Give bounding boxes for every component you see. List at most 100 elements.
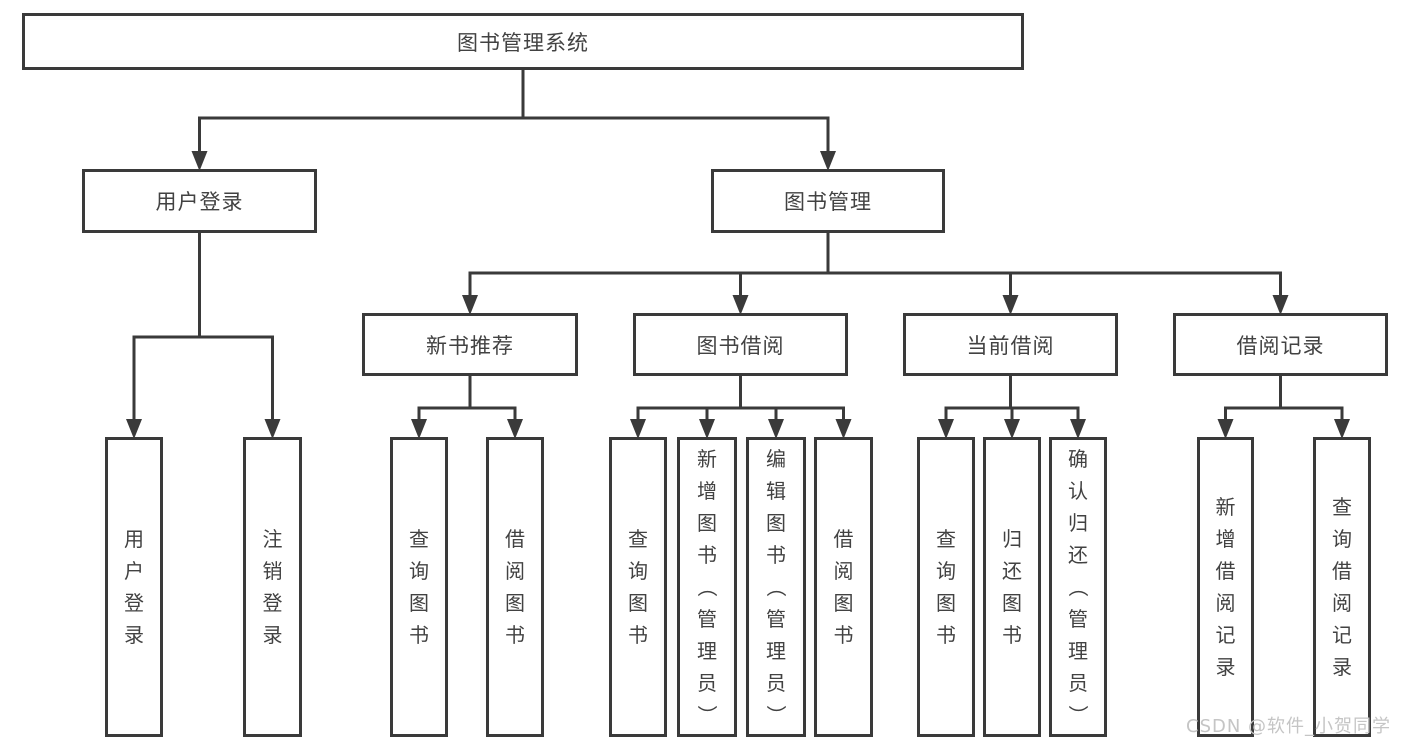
- node-label-char: 询: [1332, 527, 1352, 551]
- node-label-char: 查: [409, 527, 429, 551]
- node-label-char: 注: [262, 527, 283, 551]
- node-borrow-records: 借阅记录: [1173, 313, 1388, 376]
- node-label: 图书管理: [784, 190, 872, 214]
- node-label-char: 记: [1215, 623, 1236, 647]
- node-label-char: 新: [1215, 495, 1236, 519]
- arrowhead-icon: [820, 151, 836, 171]
- node-label-char: 书: [628, 623, 648, 647]
- node-label-char: 员: [766, 671, 786, 695]
- arrowhead-icon: [1334, 419, 1350, 439]
- node-label-char: 图: [936, 591, 956, 615]
- node-label-char: 阅: [1215, 591, 1236, 615]
- node-user-login: 用户登录: [82, 169, 317, 233]
- node-label-char: 图: [505, 591, 525, 615]
- node-label-char: 借: [1332, 559, 1352, 583]
- node-label-char: 查: [628, 527, 648, 551]
- node-leaf-cb-return-books: 归还图书: [983, 437, 1041, 737]
- node-label-char: 借: [505, 527, 525, 551]
- node-label: 图书管理系统: [457, 30, 589, 55]
- node-label-char: 录: [124, 623, 144, 647]
- node-label-char: 员: [1068, 671, 1088, 695]
- node-label-char: ）: [695, 705, 719, 725]
- node-label-char: 查: [1332, 495, 1352, 519]
- node-label-char: 书: [505, 623, 525, 647]
- node-leaf-bb-borrow-books: 借阅图书: [814, 437, 873, 737]
- node-label-char: 借: [833, 527, 854, 551]
- node-label-char: （: [1066, 577, 1090, 597]
- node-label-char: 增: [1215, 527, 1236, 551]
- node-label-char: 管: [766, 607, 786, 631]
- arrowhead-icon: [699, 419, 715, 439]
- arrowhead-icon: [126, 419, 142, 439]
- node-label-char: 查: [936, 527, 956, 551]
- node-label-char: 书: [697, 543, 717, 567]
- node-label: 借阅记录: [1236, 333, 1325, 358]
- watermark: CSDN @软件_小贺同学: [1186, 716, 1392, 737]
- node-label-char: 录: [262, 623, 283, 647]
- node-leaf-user-login: 用户登录: [105, 437, 163, 737]
- node-leaf-nbr-borrow-books: 借阅图书: [486, 437, 544, 737]
- arrowhead-icon: [462, 295, 478, 315]
- node-label-char: 阅: [833, 559, 854, 583]
- node-leaf-bb-query-books: 查询图书: [609, 437, 667, 737]
- node-label-char: 阅: [1332, 591, 1352, 615]
- arrowhead-icon: [835, 419, 852, 439]
- node-label-char: 理: [766, 639, 786, 663]
- node-label-char: 询: [409, 559, 429, 583]
- node-new-book-rec: 新书推荐: [362, 313, 578, 376]
- arrowhead-icon: [938, 419, 954, 439]
- node-leaf-br-query-record: 查询借阅记录: [1313, 437, 1371, 737]
- node-label-char: 还: [1002, 559, 1022, 583]
- node-current-borrow: 当前借阅: [903, 313, 1118, 376]
- node-label-char: （: [695, 577, 719, 597]
- node-label: 图书借阅: [696, 333, 785, 358]
- node-label-char: 理: [1068, 639, 1088, 663]
- node-leaf-cb-confirm-return: 确认归还（管理员）: [1049, 437, 1107, 737]
- arrowhead-icon: [1272, 295, 1289, 315]
- node-label-char: 登: [124, 591, 144, 615]
- node-label: 新书推荐: [426, 333, 514, 358]
- node-label-char: 登: [262, 591, 283, 615]
- node-leaf-bb-add-books: 新增图书（管理员）: [677, 437, 737, 737]
- node-label: 当前借阅: [966, 333, 1055, 358]
- node-label-char: 借: [1215, 559, 1236, 583]
- node-book-mgmt: 图书管理: [711, 169, 945, 233]
- node-label-char: 增: [697, 479, 717, 503]
- node-label-char: 管: [1068, 607, 1088, 631]
- node-leaf-bb-edit-books: 编辑图书（管理员）: [746, 437, 806, 737]
- node-label-char: 记: [1332, 623, 1352, 647]
- node-label-char: 归: [1068, 511, 1088, 535]
- arrowhead-icon: [768, 419, 784, 439]
- node-label-char: ）: [1066, 705, 1090, 725]
- node-label-char: 图: [833, 591, 854, 615]
- node-label-char: 编: [766, 447, 786, 471]
- arrowhead-icon: [191, 151, 208, 171]
- node-label-char: （: [764, 577, 788, 597]
- node-label-char: 阅: [505, 559, 525, 583]
- node-label-char: 书: [409, 623, 429, 647]
- node-book-borrow: 图书借阅: [633, 313, 848, 376]
- node-root: 图书管理系统: [22, 13, 1024, 70]
- node-label-char: 图: [409, 591, 429, 615]
- node-label-char: 图: [697, 511, 717, 535]
- arrowhead-icon: [732, 295, 749, 315]
- node-label-char: 询: [936, 559, 956, 583]
- node-leaf-cb-query-books: 查询图书: [917, 437, 975, 737]
- node-label-char: 录: [1332, 655, 1352, 679]
- node-label-char: 归: [1002, 527, 1022, 551]
- node-label-char: ）: [764, 705, 788, 725]
- node-label-char: 书: [766, 543, 786, 567]
- node-label-char: 员: [697, 671, 717, 695]
- arrowhead-icon: [1070, 419, 1086, 439]
- node-label-char: 书: [833, 623, 854, 647]
- arrowhead-icon: [264, 419, 281, 439]
- arrowhead-icon: [411, 419, 427, 439]
- node-label-char: 理: [697, 639, 717, 663]
- arrowhead-icon: [1217, 419, 1234, 439]
- node-leaf-br-add-record: 新增借阅记录: [1197, 437, 1254, 737]
- arrowhead-icon: [1004, 419, 1020, 439]
- node-label-char: 用: [124, 527, 144, 551]
- node-label-char: 录: [1215, 655, 1236, 679]
- node-label-char: 询: [628, 559, 648, 583]
